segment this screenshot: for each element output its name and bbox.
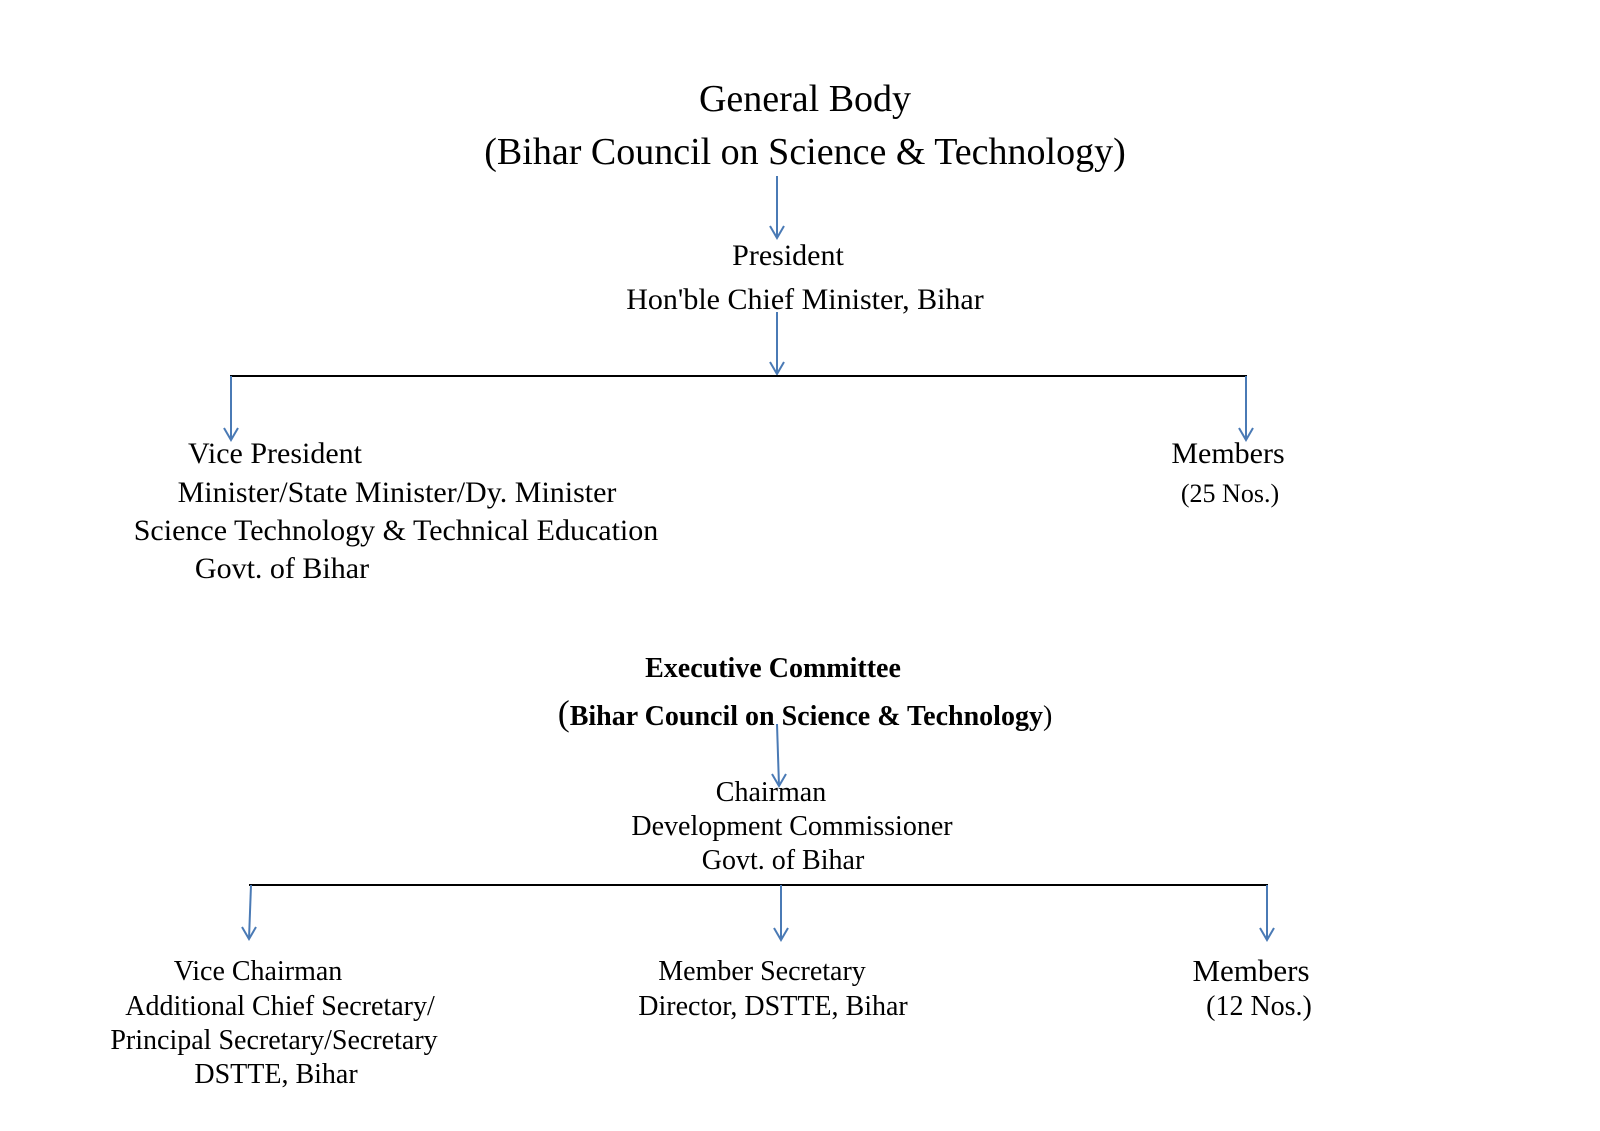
general-body-members-count: (25 Nos.) [1180, 479, 1280, 508]
arrowhead-to-member-secretary [773, 927, 789, 942]
arrowhead-to-members-12 [1259, 927, 1275, 942]
arrowhead-to-vice-chairman [241, 926, 257, 941]
vice-president-line3: Govt. of Bihar [194, 552, 370, 585]
vice-chairman-line3: DSTTE, Bihar [194, 1059, 358, 1090]
executive-committee-subtitle-open: ( [557, 693, 570, 733]
arrowhead-executive-committee-to-chairman [771, 773, 787, 788]
vice-chairman-role: Vice Chairman [173, 956, 343, 987]
executive-committee-members-role: Members [1192, 953, 1310, 988]
arrow-to-vice-chairman [248, 884, 252, 940]
vice-chairman-line1: Additional Chief Secretary/ [125, 991, 435, 1022]
executive-committee-members-count: (12 Nos.) [1206, 991, 1312, 1022]
chairman-line1: Development Commissioner [631, 811, 953, 842]
member-secretary-line1: Director, DSTTE, Bihar [638, 991, 908, 1022]
vice-president-line2: Science Technology & Technical Education [133, 514, 659, 547]
executive-committee-subtitle: (Bihar Council on Science & Technology) [558, 695, 1053, 731]
arrowhead-president-to-branch [769, 361, 785, 376]
president-role: President [732, 239, 844, 272]
executive-committee-subtitle-text: Bihar Council on Science & Technology [569, 701, 1043, 732]
arrowhead-to-vice-president [223, 427, 239, 442]
president-holder: Hon'ble Chief Minister, Bihar [626, 283, 984, 316]
executive-committee-title: Executive Committee [645, 653, 901, 684]
general-body-subtitle: (Bihar Council on Science & Technology) [484, 131, 1126, 173]
arrow-executive-committee-to-chairman [776, 723, 780, 787]
general-body-members-role: Members [1171, 437, 1285, 470]
vice-president-role: Vice President [188, 437, 362, 470]
vice-chairman-line2: Principal Secretary/Secretary [110, 1025, 438, 1056]
vice-president-line1: Minister/State Minister/Dy. Minister [177, 476, 617, 509]
chairman-role: Chairman [715, 777, 827, 808]
chairman-line2: Govt. of Bihar [701, 845, 865, 876]
executive-committee-subtitle-close: ) [1042, 701, 1053, 732]
member-secretary-role: Member Secretary [658, 956, 866, 987]
arrowhead-general-body-to-president [769, 225, 785, 240]
arrowhead-to-members-25 [1238, 427, 1254, 442]
general-body-title: General Body [698, 78, 912, 120]
